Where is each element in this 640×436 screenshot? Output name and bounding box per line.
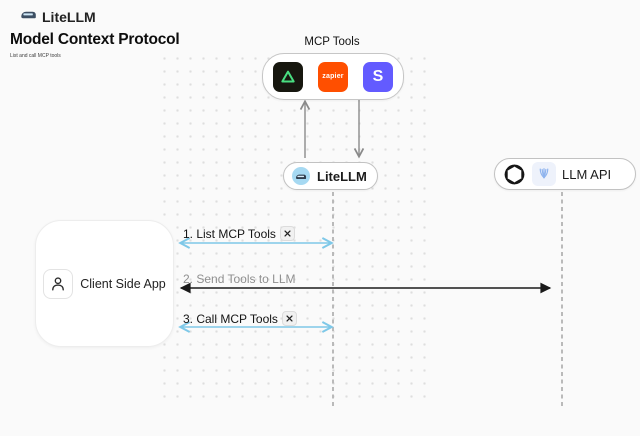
- zapier-icon: zapier: [318, 61, 348, 92]
- flow-step-1-label: 1. List MCP Tools: [183, 226, 276, 241]
- stripe-icon: S: [363, 61, 393, 92]
- client-node-label: Client Side App: [80, 276, 166, 291]
- flow-step-3: 3. Call MCP Tools: [183, 311, 297, 326]
- tools-icon: [279, 226, 295, 241]
- flow-step-3-label: 3. Call MCP Tools: [183, 311, 278, 326]
- llm-api-node-label: LLM API: [562, 166, 612, 182]
- tools-icon: [281, 311, 297, 326]
- user-icon: [43, 268, 74, 299]
- triangle-tool-icon: [273, 61, 303, 92]
- llm-provider-icon: [532, 162, 556, 186]
- flow-step-2-label: 2. Send Tools to LLM: [183, 272, 296, 286]
- brand: LiteLLM: [20, 8, 96, 26]
- page-title: Model Context Protocol: [10, 31, 180, 48]
- page-subtitle: List and call MCP tools: [10, 53, 61, 59]
- flow-step-1: 1. List MCP Tools: [183, 226, 295, 241]
- zapier-icon-label: zapier: [322, 73, 344, 80]
- mcp-tools-label: MCP Tools: [304, 36, 360, 48]
- stripe-icon-label: S: [372, 67, 384, 85]
- node-client-side-app: Client Side App: [35, 220, 174, 347]
- flow-step-2: 2. Send Tools to LLM: [183, 272, 296, 286]
- litellm-logo-icon: [20, 8, 37, 26]
- mcp-tools-group: zapier S: [262, 53, 404, 100]
- node-llm-api: LLM API: [494, 158, 636, 190]
- openai-icon: [503, 163, 526, 186]
- litellm-node-icon: [292, 167, 310, 185]
- node-litellm: LiteLLM: [283, 162, 378, 190]
- brand-name: LiteLLM: [42, 9, 96, 25]
- litellm-node-label: LiteLLM: [317, 168, 367, 184]
